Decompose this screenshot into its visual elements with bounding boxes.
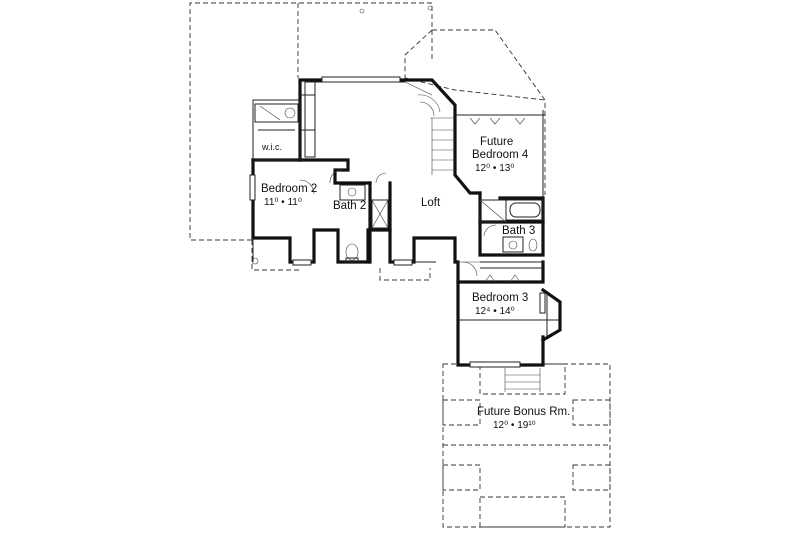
loft-label: Loft [421,197,441,209]
interior-details [252,81,560,321]
bedroom3-dims: 12⁴ • 14⁰ [475,306,515,317]
future-bedroom4-dims: 12⁰ • 13⁰ [475,163,514,174]
future-bonus-label: Future Bonus Rm. [477,406,570,418]
bedroom2-label: Bedroom 2 [261,183,317,195]
bedroom3-label: Bedroom 3 [472,292,528,304]
bath2-label: Bath 2 [333,200,366,212]
wic-label: w.i.c. [261,142,282,152]
future-bonus-dims: 12⁰ • 19¹⁰ [493,420,536,431]
bay-window [540,287,562,343]
bonus-room-outline [442,363,611,528]
future-bedroom4-label-line2: Bedroom 4 [472,149,529,161]
future-bedroom4-label-line1: Future [480,136,513,148]
windows [249,76,546,368]
bath3-label: Bath 3 [502,225,535,237]
roof-outline [189,2,546,281]
bedroom2-dims: 11⁰ • 11⁰ [264,197,302,208]
